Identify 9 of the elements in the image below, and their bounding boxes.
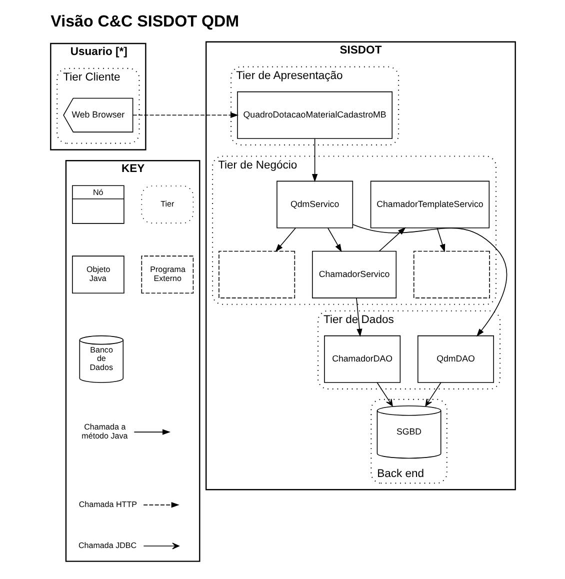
legend-label: Programa Externo [150, 265, 185, 284]
diagram-title: Visão C&C SISDOT QDM [50, 12, 239, 31]
legend-label: Chamada a método Java [81, 422, 128, 440]
legend-label: Nó [92, 188, 103, 197]
legend-label: Objeto Java [86, 265, 110, 284]
legend-label: Chamada HTTP [78, 500, 136, 509]
legend-label: Banco de Dados [89, 345, 112, 372]
legend-label: Tier [160, 200, 174, 209]
legend-label: Chamada JDBC [78, 541, 136, 550]
